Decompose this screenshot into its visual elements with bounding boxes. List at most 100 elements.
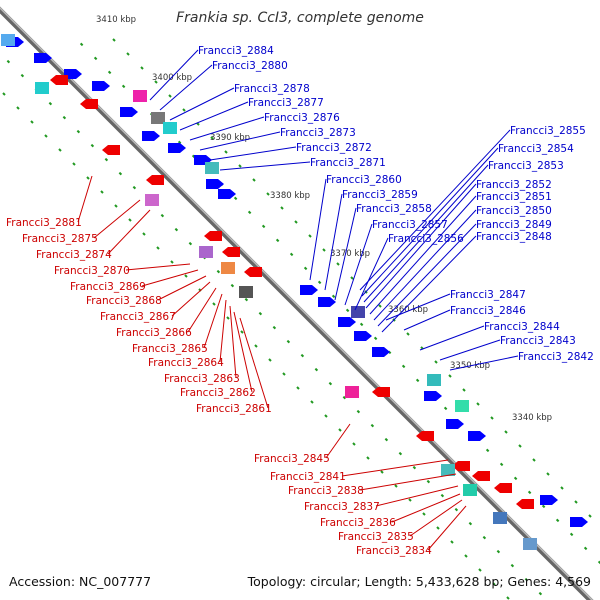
gc-dot: [252, 178, 256, 182]
gc-dot: [308, 234, 312, 238]
gc-dot: [266, 192, 270, 196]
gc-dot: [112, 38, 116, 42]
label-leader-line: [239, 317, 269, 409]
gene-arrow-reverse: [494, 483, 512, 493]
gc-dot: [366, 456, 370, 460]
label-leader-line: [375, 485, 459, 507]
gc-dot: [174, 227, 179, 232]
label-leader-line: [363, 164, 489, 303]
gc-dot: [574, 500, 578, 504]
gene-label-lower: Francci3_2841: [270, 471, 346, 483]
gc-dot: [538, 591, 543, 596]
gc-dot: [177, 140, 182, 145]
gene-box: [145, 194, 159, 206]
scale-label: 3400 kbp: [152, 73, 192, 83]
scale-label: 3410 kbp: [96, 15, 136, 25]
gc-dot: [93, 56, 98, 61]
gc-dot: [322, 248, 326, 252]
gc-dot: [310, 400, 314, 404]
gc-dot: [16, 106, 20, 110]
gc-dot: [294, 220, 298, 224]
gene-arrow-forward: [540, 495, 558, 505]
gene-box: [221, 262, 235, 274]
gc-dot: [450, 540, 454, 544]
gene-arrow-reverse: [244, 267, 262, 277]
gc-dot: [378, 304, 382, 308]
gene-arrow-forward: [372, 347, 390, 357]
gc-dot: [317, 280, 322, 285]
gene-box: [205, 162, 219, 174]
gc-dot: [336, 262, 340, 266]
gene-label-upper: Francci3_2848: [476, 231, 552, 243]
label-leader-line: [229, 305, 237, 379]
gc-dot: [314, 367, 319, 372]
label-leader-line: [203, 293, 223, 349]
gene-arrow-forward: [300, 285, 318, 295]
gc-dot: [380, 470, 384, 474]
gc-dot: [338, 428, 342, 432]
gc-dot: [331, 294, 336, 299]
gc-dot: [359, 322, 364, 327]
label-leader-line: [179, 101, 249, 131]
label-leader-line: [209, 146, 297, 161]
gene-arrow-forward: [424, 391, 442, 401]
gene-label-upper: Francci3_2884: [198, 45, 274, 57]
gene-box: [463, 484, 477, 496]
gene-box: [35, 82, 49, 94]
scale-label: 3390 kbp: [210, 133, 250, 143]
gene-label-lower: Francci3_2870: [54, 265, 130, 277]
gene-arrow-forward: [338, 317, 356, 327]
gene-arrow-forward: [142, 131, 160, 141]
label-leader-line: [365, 183, 477, 309]
label-leader-line: [77, 175, 93, 223]
gene-arrow-forward: [354, 331, 372, 341]
gc-dot: [168, 94, 172, 98]
gc-dot: [443, 406, 448, 411]
gc-dot: [434, 360, 438, 364]
gene-arrow-reverse: [50, 75, 68, 85]
gc-dot: [496, 549, 501, 554]
gene-label-lower: Francci3_2838: [288, 485, 364, 497]
gc-dot: [233, 196, 238, 201]
gc-dot: [468, 521, 473, 526]
gc-dot: [244, 297, 249, 302]
gc-dot: [350, 276, 354, 280]
gc-dot: [569, 532, 574, 537]
gene-label-upper: Francci3_2843: [500, 335, 576, 347]
gc-dot: [258, 311, 263, 316]
gc-dot: [324, 414, 328, 418]
gc-dot: [478, 568, 482, 572]
gc-dot: [48, 101, 53, 106]
label-leader-line: [199, 131, 281, 151]
label-leader-line: [377, 223, 477, 327]
gene-arrow-forward: [318, 297, 336, 307]
gc-dot: [454, 507, 459, 512]
label-leader-line: [419, 325, 485, 351]
gc-dot: [140, 66, 144, 70]
gene-box: [1, 34, 15, 46]
gene-arrow-reverse: [204, 231, 222, 241]
label-leader-line: [344, 223, 373, 306]
gc-dot: [510, 563, 515, 568]
label-leader-line: [169, 87, 235, 121]
gc-dot: [464, 554, 468, 558]
gene-label-lower: Francci3_2874: [36, 249, 112, 261]
label-leader-line: [439, 339, 501, 361]
gene-box: [163, 122, 177, 134]
gc-dot: [436, 526, 440, 530]
gc-dot: [401, 364, 406, 369]
gene-arrow-reverse: [146, 175, 164, 185]
gene-label-upper: Francci3_2849: [476, 219, 552, 231]
gene-label-upper: Francci3_2876: [264, 112, 340, 124]
label-leader-line: [354, 237, 389, 311]
gene-label-lower: Francci3_2862: [180, 387, 256, 399]
label-leader-line: [171, 281, 211, 317]
label-leader-line: [219, 299, 227, 363]
gene-arrow-reverse: [416, 431, 434, 441]
gc-dot: [415, 378, 420, 383]
gc-dot: [72, 162, 76, 166]
label-leader-line: [359, 129, 511, 291]
gc-dot: [406, 332, 410, 336]
topology-text: Topology: circular; Length: 5,433,628 bp…: [247, 574, 591, 589]
